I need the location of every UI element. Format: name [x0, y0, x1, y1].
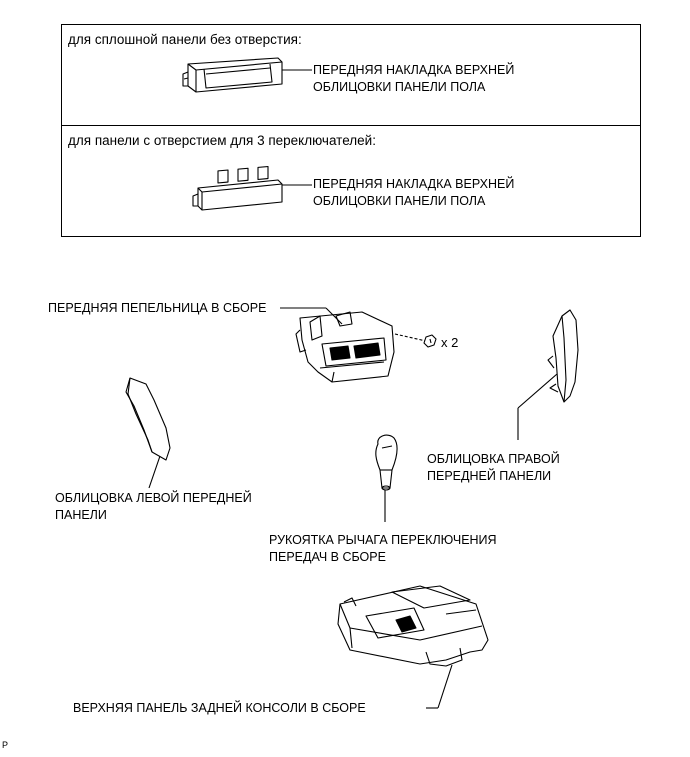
front-cover-3-switch-label: ПЕРЕДНЯЯ НАКЛАДКА ВЕРХНЕЙ ОБЛИЦОВКИ ПАНЕ… [313, 176, 514, 210]
front-cover-3-switch-label-line1: ПЕРЕДНЯЯ НАКЛАДКА ВЕРХНЕЙ [313, 177, 515, 191]
variant-condition-solid: для сплошной панели без отверстия: [68, 32, 302, 47]
left-front-panel-label-line1: ОБЛИЦОВКА ЛЕВОЙ ПЕРЕДНЕЙ [55, 491, 252, 505]
footer-mark: P [2, 740, 9, 750]
shift-knob-label-line1: РУКОЯТКА РЫЧАГА ПЕРЕКЛЮЧЕНИЯ [269, 533, 497, 547]
left-front-panel-label: ОБЛИЦОВКА ЛЕВОЙ ПЕРЕДНЕЙ ПАНЕЛИ [55, 490, 252, 524]
right-front-panel-label-line2: ПЕРЕДНЕЙ ПАНЕЛИ [427, 469, 552, 483]
right-front-panel-drawing [547, 309, 579, 403]
front-cover-solid-label-line1: ПЕРЕДНЯЯ НАКЛАДКА ВЕРХНЕЙ [313, 63, 515, 77]
front-cover-solid-label-line2: ОБЛИЦОВКИ ПАНЕЛИ ПОЛА [313, 80, 486, 94]
shift-knob-label: РУКОЯТКА РЫЧАГА ПЕРЕКЛЮЧЕНИЯ ПЕРЕДАЧ В С… [269, 532, 497, 566]
right-front-panel-label-line1: ОБЛИЦОВКА ПРАВОЙ [427, 452, 560, 466]
shift-knob-label-line2: ПЕРЕДАЧ В СБОРЕ [269, 550, 386, 564]
front-cover-solid-label: ПЕРЕДНЯЯ НАКЛАДКА ВЕРХНЕЙ ОБЛИЦОВКИ ПАНЕ… [313, 62, 514, 96]
left-front-panel-drawing [125, 377, 171, 461]
shift-knob-drawing [375, 434, 398, 491]
screw-quantity-label: x 2 [441, 335, 459, 350]
front-cover-3-switch-drawing [192, 166, 283, 211]
right-front-panel-label: ОБЛИЦОВКА ПРАВОЙ ПЕРЕДНЕЙ ПАНЕЛИ [427, 451, 560, 485]
variant-box-3-switch-panel: для панели с отверстием для 3 переключат… [61, 126, 641, 237]
screw-drawing [423, 334, 437, 348]
rear-console-drawing [337, 585, 489, 667]
variant-box-solid-panel: для сплошной панели без отверстия: [61, 24, 641, 126]
variant-condition-3-switch: для панели с отверстием для 3 переключат… [68, 133, 376, 148]
rear-console-label: ВЕРХНЯЯ ПАНЕЛЬ ЗАДНЕЙ КОНСОЛИ В СБОРЕ [73, 701, 366, 715]
front-cover-3-switch-label-line2: ОБЛИЦОВКИ ПАНЕЛИ ПОЛА [313, 194, 486, 208]
front-ashtray-drawing [295, 311, 395, 383]
left-front-panel-label-line2: ПАНЕЛИ [55, 508, 107, 522]
front-ashtray-label: ПЕРЕДНЯЯ ПЕПЕЛЬНИЦА В СБОРЕ [48, 301, 267, 315]
front-cover-solid-drawing [182, 57, 283, 93]
